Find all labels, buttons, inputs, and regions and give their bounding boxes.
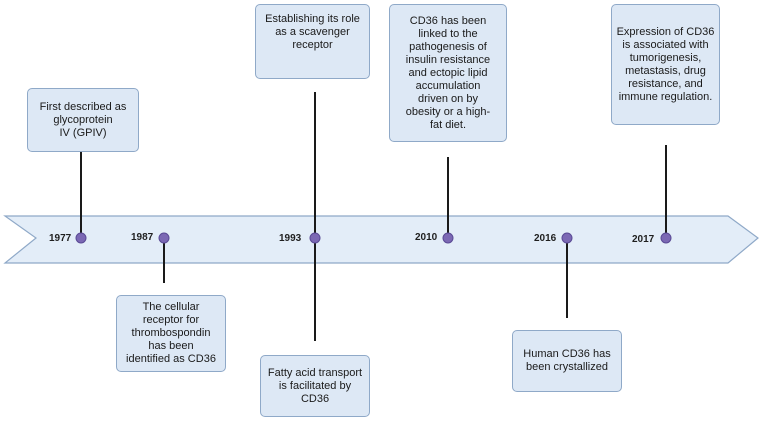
event-box-2016: Human CD36 has been crystallized [512,330,622,392]
year-label-2010: 2010 [415,232,438,243]
event-box-2017: Expression of CD36 is associated with tu… [611,4,720,125]
event-box-1987: The cellular receptor for thrombospondin… [116,295,226,372]
marker-1993 [309,232,321,244]
event-text-2017: Expression of CD36 is associated with tu… [616,25,715,103]
year-label-1993: 1993 [279,233,302,244]
year-label-1977: 1977 [49,233,72,244]
event-box-2010: CD36 has been linked to the pathogenesis… [389,4,507,142]
event-text-1993-above: Establishing its role as a scavenger rec… [265,13,360,51]
marker-2016 [561,232,573,244]
marker-1977 [75,232,87,244]
marker-2017 [660,232,672,244]
event-text-2010: CD36 has been linked to the pathogenesis… [405,14,491,131]
event-box-1993-below: Fatty acid transport is facilitated by C… [260,355,370,417]
year-markers [75,232,672,244]
event-text-1993-below: Fatty acid transport is facilitated by C… [267,366,363,405]
event-box-1977: First described as glycoprotein IV (GPIV… [27,88,139,152]
marker-2010 [442,232,454,244]
timeline-arrow [3,215,759,264]
event-text-1987: The cellular receptor for thrombospondin… [126,301,216,365]
event-text-2016: Human CD36 has been crystallized [523,348,611,373]
year-label-2016: 2016 [534,233,557,244]
connector-lines [80,92,667,341]
marker-1987 [158,232,170,244]
event-box-1993-above: Establishing its role as a scavenger rec… [255,4,370,79]
year-label-2017: 2017 [632,234,655,245]
event-text-1977: First described as glycoprotein IV (GPIV… [39,100,127,139]
year-label-1987: 1987 [131,232,154,243]
